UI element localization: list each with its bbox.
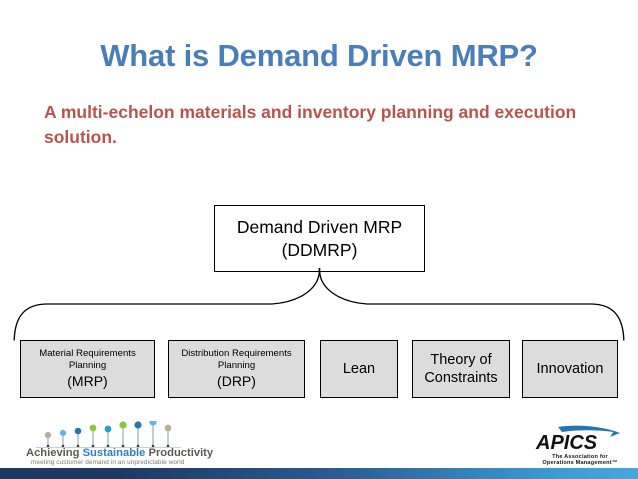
page-subtitle: A multi-echelon materials and inventory …: [44, 102, 577, 147]
leaf-drp-line1: Distribution Requirements: [181, 348, 292, 359]
diagram-leaf-innovation: Innovation: [522, 340, 618, 398]
diagram-root-line1: Demand Driven MRP: [236, 216, 403, 237]
diagram-leaf-lean: Lean: [320, 340, 398, 398]
leaf-toc-line2: Constraints: [424, 370, 498, 386]
diagram-leaf-drp: Distribution Requirements Planning (DRP): [168, 340, 305, 398]
footer-gradient-bar: [0, 468, 638, 479]
asp-wordmark: Achieving Sustainable Productivity: [26, 447, 213, 459]
diagram-leaf-theory-of-constraints: Theory of Constraints: [412, 340, 510, 398]
diagram-root-box: Demand Driven MRP (DDMRP): [214, 205, 425, 272]
leaf-mrp-line1: Material Requirements: [39, 348, 136, 359]
apics-sub-line2: Operations Management™: [542, 460, 618, 466]
brace-connector: [0, 268, 638, 344]
leaf-drp-line2: Planning: [217, 360, 256, 371]
leaf-innovation-line1: Innovation: [536, 361, 604, 377]
leaf-drp-line3: (DRP): [217, 373, 256, 389]
leaf-mrp-line2: Planning: [68, 360, 107, 371]
pin-chart-icon: [36, 418, 181, 448]
leaf-lean-line1: Lean: [342, 361, 376, 377]
asp-word-productivity: Productivity: [145, 447, 214, 459]
apics-wordmark-icon: APICS: [535, 425, 620, 454]
apics-logo: APICS The Association for Operations Man…: [528, 425, 632, 469]
apics-sub-line1: The Association for: [552, 454, 608, 460]
svg-text:APICS: APICS: [535, 432, 598, 454]
diagram-root-line2: (DDMRP): [281, 239, 358, 260]
page-title: What is Demand Driven MRP?: [100, 38, 538, 73]
asp-word-sustainable: Sustainable: [82, 447, 146, 459]
achieving-sustainable-productivity-logo: Achieving Sustainable Productivity meeti…: [26, 418, 213, 467]
diagram-leaf-mrp: Material Requirements Planning (MRP): [20, 340, 155, 398]
asp-word-achieving: Achieving: [26, 447, 83, 459]
asp-tagline: meeting customer demand in an unpredicta…: [31, 459, 185, 466]
leaf-toc-line1: Theory of: [430, 352, 492, 368]
leaf-mrp-line3: (MRP): [67, 373, 108, 389]
